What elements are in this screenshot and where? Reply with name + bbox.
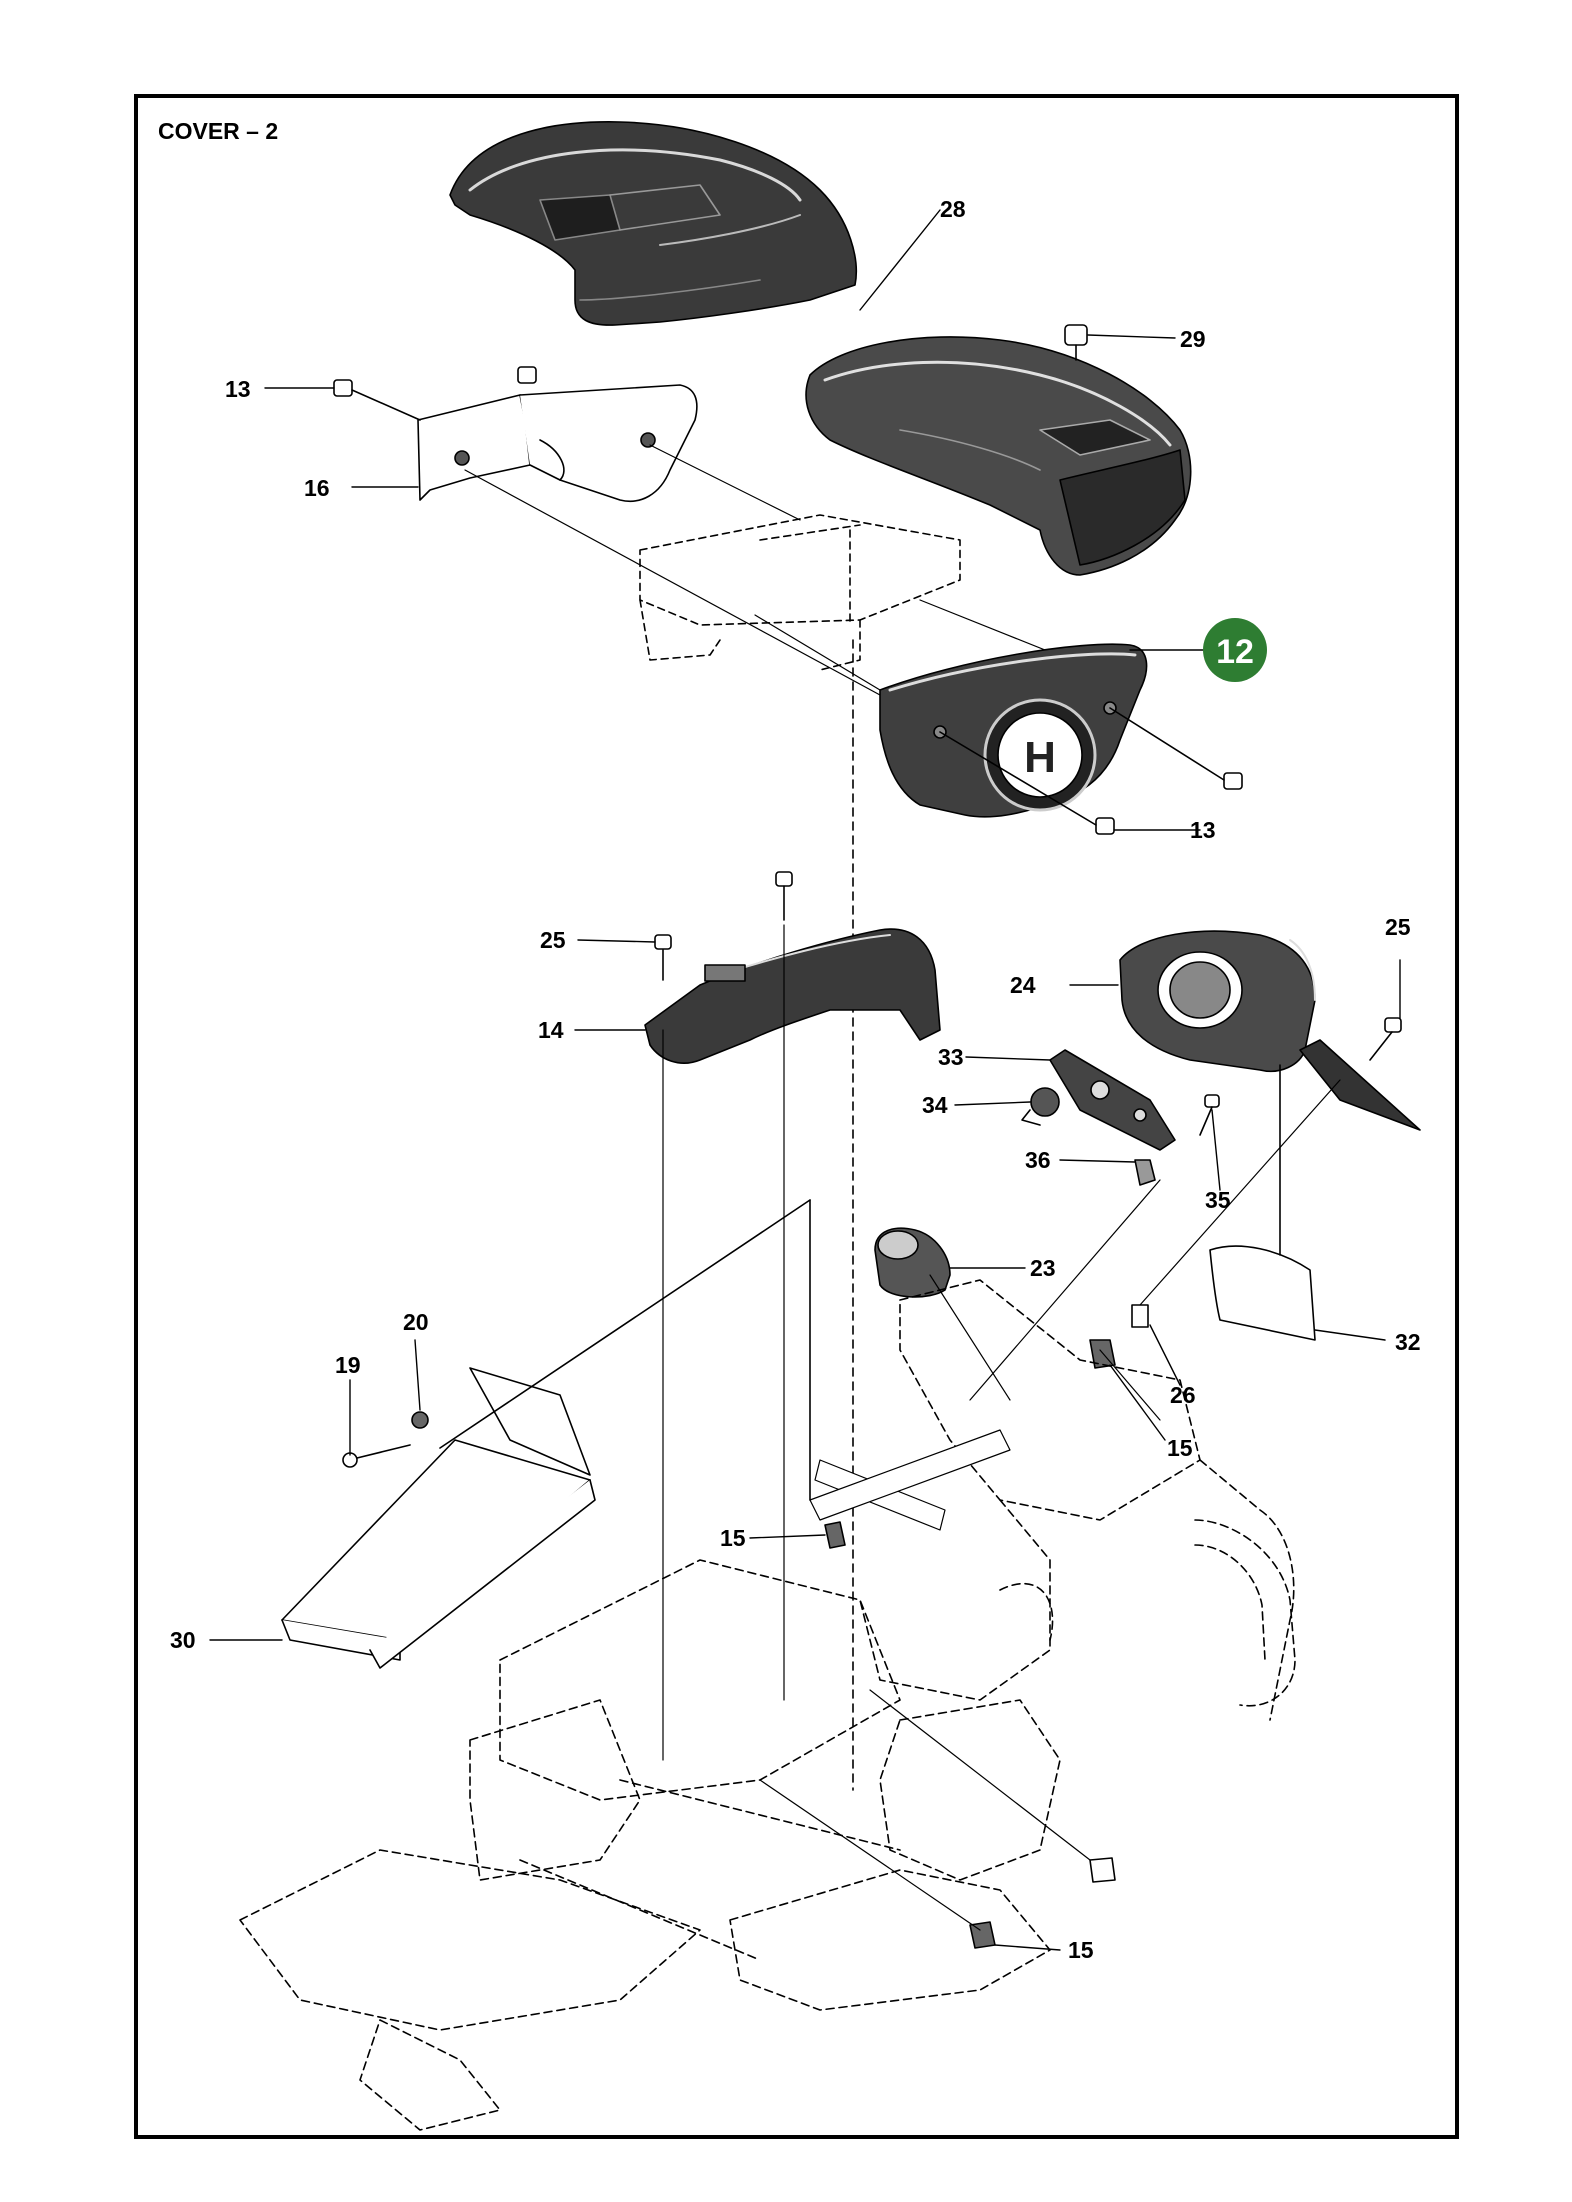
highlight-badge-12: 12 — [1203, 618, 1267, 682]
callout-33: 33 — [938, 1044, 964, 1070]
callout-25-right: 25 — [1385, 914, 1411, 940]
highlight-badge-circle — [1203, 618, 1267, 682]
chassis-frame-dashed — [239, 1279, 1295, 2131]
callout-35: 35 — [1205, 1187, 1231, 1213]
part-16-bracket — [417, 384, 698, 502]
part-28-rear-top-cover — [449, 121, 858, 326]
part-12-steering-front-cover: H — [879, 643, 1148, 818]
part-19-screw — [342, 1444, 411, 1468]
part-29-fastener — [1064, 324, 1088, 361]
callout-36: 36 — [1025, 1147, 1051, 1173]
callout-leaders — [209, 209, 1401, 1951]
part-24-instrument-pod — [1119, 930, 1316, 1072]
husqvarna-logo-icon: H — [1024, 733, 1056, 782]
callout-25-left: 25 — [540, 927, 566, 953]
callout-34: 34 — [922, 1092, 948, 1118]
callout-15-right: 15 — [1167, 1435, 1193, 1461]
callout-29: 29 — [1180, 326, 1206, 352]
part-20-washer — [411, 1411, 429, 1429]
frame-handle-bar — [1194, 1519, 1296, 1707]
diagram-title: COVER – 2 — [158, 118, 279, 144]
part-32-pad — [1209, 1064, 1316, 1341]
part-33-switch-housing — [1049, 1049, 1176, 1151]
part-14-console-cover — [644, 928, 941, 1064]
dash-frame-dashed — [639, 514, 961, 671]
callout-labels: 28 29 13 16 13 25 25 14 24 33 34 36 35 2… — [170, 196, 1421, 1963]
callout-19: 19 — [335, 1352, 361, 1378]
callout-23: 23 — [1030, 1255, 1056, 1281]
callout-26: 26 — [1170, 1382, 1196, 1408]
lower-leader-lines — [662, 924, 1341, 1931]
part-28-front-top-cover — [805, 336, 1192, 576]
diagram-frame — [134, 94, 1459, 2139]
callout-16: 16 — [304, 475, 330, 501]
callout-13-lower: 13 — [1190, 817, 1216, 843]
part-23-steering-boot — [874, 1227, 951, 1298]
callout-32: 32 — [1395, 1329, 1421, 1355]
upper-leader-lines — [464, 444, 1121, 696]
part-35-screw — [1199, 1094, 1220, 1136]
callout-30: 30 — [170, 1627, 196, 1653]
part-13-bolt-upper — [333, 366, 537, 421]
callout-28: 28 — [940, 196, 966, 222]
part-30-floor-plate — [281, 1199, 811, 1669]
svg-text:12: 12 — [1216, 633, 1254, 671]
callout-20: 20 — [403, 1309, 429, 1335]
part-25-screw-right — [1299, 1017, 1421, 1131]
part-26-sleeve — [1131, 1304, 1149, 1328]
callout-15-bottom: 15 — [1068, 1937, 1094, 1963]
part-15-clip-bottom — [969, 1857, 1116, 1949]
callout-14: 14 — [538, 1017, 564, 1043]
callout-13-upper: 13 — [225, 376, 251, 402]
callout-24: 24 — [1010, 972, 1036, 998]
callout-15-mid: 15 — [720, 1525, 746, 1551]
part-34-knob — [1021, 1087, 1060, 1126]
part-36-clip — [1134, 1159, 1156, 1186]
part-13-bolt-lower — [939, 707, 1243, 835]
part-15-clip-mid-left — [824, 1521, 846, 1549]
